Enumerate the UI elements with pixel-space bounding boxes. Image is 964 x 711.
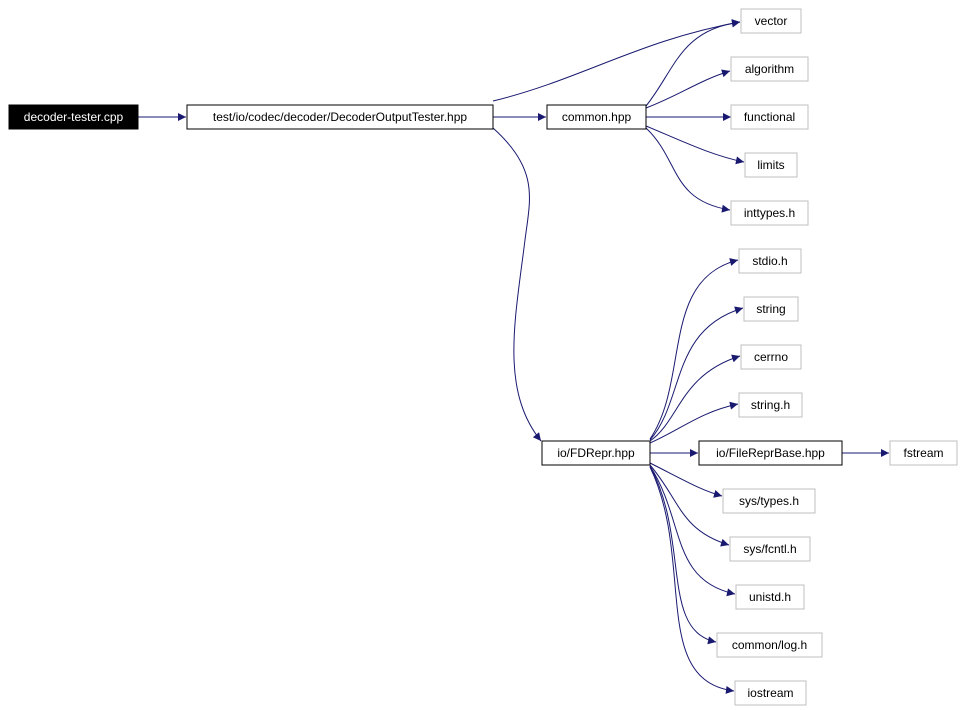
node-cerrno[interactable]: cerrno: [740, 344, 802, 370]
node-common-hpp[interactable]: common.hpp: [546, 104, 647, 130]
node-label: common.hpp: [562, 110, 632, 124]
node-fdrepr-hpp[interactable]: io/FDRepr.hpp: [541, 440, 651, 466]
node-sys-fcntl-h[interactable]: sys/fcntl.h: [729, 536, 811, 562]
node-string[interactable]: string: [743, 296, 799, 322]
edge-fdrepr-to-sys-fcntl: [649, 464, 730, 547]
node-unistd-h[interactable]: unistd.h: [735, 584, 805, 610]
node-label: common/log.h: [732, 638, 807, 652]
edge-fdrepr-to-sys-types: [649, 462, 723, 498]
node-sys-types-h[interactable]: sys/types.h: [722, 488, 816, 514]
node-fstream[interactable]: fstream: [889, 440, 958, 466]
node-box: [730, 104, 809, 130]
node-stdio-h[interactable]: stdio.h: [738, 248, 802, 274]
node-box: [734, 680, 807, 706]
node-label: fstream: [903, 446, 943, 460]
node-box: [8, 104, 139, 130]
node-box: [729, 536, 811, 562]
node-common-log-h[interactable]: common/log.h: [716, 632, 823, 658]
node-label: io/FileReprBase.hpp: [716, 446, 825, 460]
node-label: functional: [744, 110, 795, 124]
edge-fdrepr-to-cerrno: [649, 354, 741, 442]
node-label: string.h: [751, 398, 790, 412]
edge-fdrepr-to-string: [649, 306, 744, 441]
edge-decoder-output-tester-to-vector: [492, 19, 741, 102]
node-label: iostream: [747, 686, 793, 700]
edge-fdrepr-to-iostream: [649, 466, 735, 694]
node-label: unistd.h: [749, 590, 791, 604]
node-box: [738, 248, 802, 274]
edge-common-to-inttypes: [645, 127, 731, 213]
node-box: [740, 8, 802, 34]
node-inttypes-h[interactable]: inttypes.h: [730, 200, 809, 226]
node-box: [722, 488, 816, 514]
node-algorithm[interactable]: algorithm: [730, 56, 809, 82]
node-box: [740, 344, 802, 370]
node-box: [744, 152, 798, 178]
node-label: cerrno: [754, 350, 788, 364]
node-box: [735, 584, 805, 610]
edge-common-to-algorithm: [645, 69, 731, 109]
node-box: [716, 632, 823, 658]
edge-fdrepr-to-stdio: [649, 258, 739, 440]
node-label: sys/fcntl.h: [743, 542, 796, 556]
node-label: vector: [755, 14, 788, 28]
node-filereprbase-hpp[interactable]: io/FileReprBase.hpp: [698, 440, 843, 466]
node-string-h[interactable]: string.h: [738, 392, 803, 418]
edge-common-to-limits: [645, 125, 745, 165]
edge-fdrepr-to-common-log: [649, 465, 717, 645]
node-label: io/FDRepr.hpp: [557, 446, 635, 460]
node-decoder-output-tester[interactable]: test/io/codec/decoder/DecoderOutputTeste…: [186, 104, 494, 130]
node-box: [186, 104, 494, 130]
edge-fdrepr-to-unistd: [649, 465, 736, 597]
node-decoder-tester[interactable]: decoder-tester.cpp: [8, 104, 139, 130]
node-vector[interactable]: vector: [740, 8, 802, 34]
node-label: stdio.h: [752, 254, 787, 268]
node-label: algorithm: [745, 62, 794, 76]
node-box: [743, 296, 799, 322]
node-label: decoder-tester.cpp: [24, 110, 124, 124]
node-functional[interactable]: functional: [730, 104, 809, 130]
node-iostream[interactable]: iostream: [734, 680, 807, 706]
node-label: sys/types.h: [739, 494, 799, 508]
node-box: [730, 56, 809, 82]
edge-common-to-vector: [645, 19, 741, 107]
node-box: [889, 440, 958, 466]
node-box: [546, 104, 647, 130]
edge-decoder-output-tester-to-fdrepr: [492, 127, 542, 442]
node-label: test/io/codec/decoder/DecoderOutputTeste…: [213, 110, 467, 124]
node-box: [541, 440, 651, 466]
node-limits[interactable]: limits: [744, 152, 798, 178]
node-box: [738, 392, 803, 418]
node-box: [698, 440, 843, 466]
node-label: limits: [757, 158, 784, 172]
edges: [138, 19, 889, 694]
node-label: inttypes.h: [744, 206, 795, 220]
edge-fdrepr-to-string-h: [649, 401, 739, 444]
node-label: string: [756, 302, 785, 316]
node-box: [730, 200, 809, 226]
